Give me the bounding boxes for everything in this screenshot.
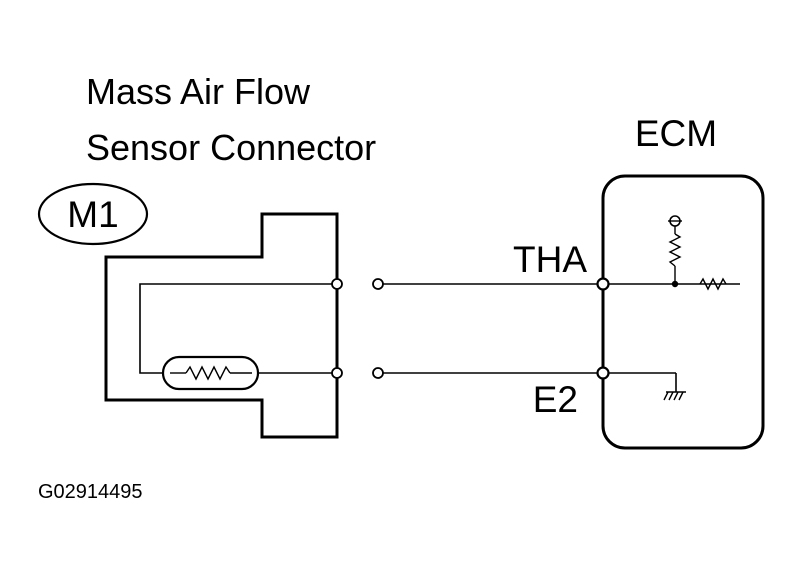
pullup-resistor-icon	[668, 233, 682, 267]
terminal-label-tha: THA	[513, 239, 587, 280]
harness-pin-e2	[372, 367, 384, 379]
sensor-internal-wire	[139, 283, 337, 374]
ecm-ground-circuit	[609, 372, 686, 401]
thermistor-resistor-icon	[185, 365, 231, 381]
intake-air-temp-sensor	[161, 355, 260, 391]
ecm-pullup-circuit	[609, 215, 740, 291]
ecm-label: ECM	[635, 113, 717, 154]
connector-id-badge: M1	[37, 182, 149, 246]
terminal-label-e2: E2	[533, 379, 578, 420]
harness-pin-tha	[372, 278, 384, 290]
figure-code: G02914495	[38, 481, 143, 503]
ecm-terminal-e2	[596, 366, 610, 380]
ecm-box	[601, 174, 765, 450]
ecm-terminal-tha	[596, 277, 610, 291]
connector-id-label: M1	[67, 194, 118, 235]
ground-icon	[663, 391, 686, 401]
connector-pin-e2	[331, 367, 343, 379]
series-resistor-icon	[699, 277, 727, 291]
connector-title-line2: Sensor Connector	[86, 127, 376, 168]
connector-pin-tha	[331, 278, 343, 290]
connector-title-line1: Mass Air Flow	[86, 71, 311, 112]
